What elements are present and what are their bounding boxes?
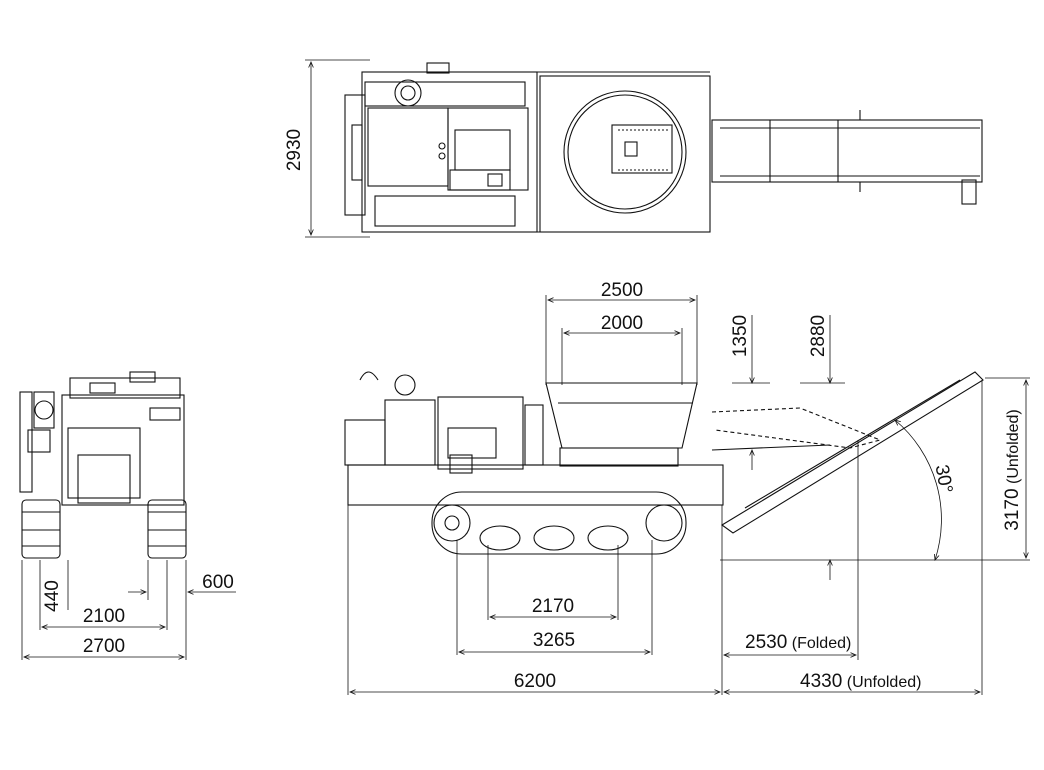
angle-arc — [895, 420, 942, 560]
exhaust-stack-icon — [394, 79, 422, 107]
folded-note: (Folded) — [792, 635, 852, 652]
radiator-grille — [67, 427, 141, 499]
hopper-height-label: 1350 — [730, 315, 751, 357]
conveyor-height-label: 3170 — [1002, 488, 1023, 530]
front-track-width-label: 440 — [42, 580, 63, 612]
conveyor-height-note: (Unfolded) — [1005, 409, 1022, 484]
overall-height-label: 2880 — [808, 315, 829, 357]
unfolded-length-label: 4330 — [800, 671, 842, 692]
front-shoe-label: 600 — [202, 572, 234, 593]
conveyor-side-unfolded — [721, 371, 984, 534]
conveyor-side-folded — [711, 407, 882, 449]
left-track — [21, 499, 61, 559]
tub-drum-icon — [563, 90, 687, 214]
top-width-label: 2930 — [284, 129, 305, 171]
unfolded-length-text: 4330 (Unfolded) — [800, 671, 921, 692]
tumbler-label: 2170 — [532, 596, 574, 617]
hopper-outer-label: 2500 — [601, 280, 643, 301]
top-view — [305, 59, 983, 238]
right-track — [147, 499, 187, 559]
drive-sprocket-icon — [433, 504, 471, 542]
drum-housing — [539, 75, 711, 233]
conveyor-top — [711, 119, 983, 183]
track-length-label: 3265 — [533, 630, 575, 651]
front-view — [19, 371, 236, 660]
hopper — [545, 382, 698, 449]
folded-length-label: 2530 — [745, 632, 787, 653]
hopper-inner-label: 2000 — [601, 313, 643, 334]
side-exhaust-icon — [394, 374, 416, 396]
front-width-label: 2700 — [83, 636, 125, 657]
front-gauge-label: 2100 — [83, 606, 125, 627]
side-track — [431, 491, 687, 555]
control-panel-icon — [449, 454, 473, 474]
conveyor-angle-label: 30° — [931, 463, 957, 495]
conveyor-height-text: 3170 (Unfolded) — [1002, 409, 1023, 530]
folded-length-text: 2530 (Folded) — [745, 632, 851, 653]
unfolded-note: (Unfolded) — [847, 674, 922, 691]
front-body — [61, 394, 185, 506]
body-length-label: 6200 — [514, 671, 556, 692]
side-chassis — [347, 464, 724, 506]
headlamp-icon — [34, 400, 54, 420]
engine-enclosure — [437, 396, 524, 470]
engine-deck — [361, 71, 538, 233]
side-view — [344, 295, 1030, 695]
